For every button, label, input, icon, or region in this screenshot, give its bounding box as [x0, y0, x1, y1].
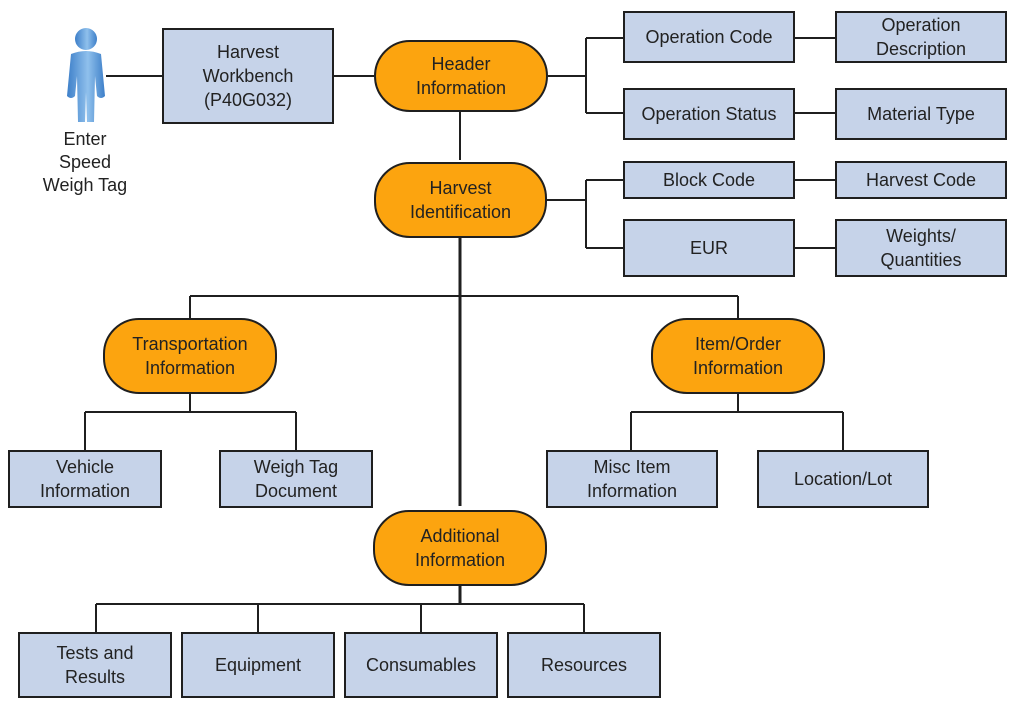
tests-and-results-box: Tests and Results — [18, 632, 172, 698]
actor-label: Enter Speed Weigh Tag — [42, 129, 128, 195]
weigh-tag-document-box: Weigh Tag Document — [219, 450, 373, 508]
transportation-information-node: Transportation Information — [103, 318, 277, 394]
equipment-box: Equipment — [181, 632, 335, 698]
operation-code-box: Operation Code — [623, 11, 795, 63]
additional-information-node: Additional Information — [373, 510, 547, 586]
person-icon — [67, 28, 105, 122]
harvest-identification-node: Harvest Identification — [374, 162, 547, 238]
material-type-box: Material Type — [835, 88, 1007, 140]
resources-box: Resources — [507, 632, 661, 698]
header-information-node: Header Information — [374, 40, 548, 112]
operation-description-box: Operation Description — [835, 11, 1007, 63]
misc-item-information-box: Misc Item Information — [546, 450, 718, 508]
block-code-box: Block Code — [623, 161, 795, 199]
weights-quantities-box: Weights/ Quantities — [835, 219, 1007, 277]
harvest-code-box: Harvest Code — [835, 161, 1007, 199]
item-order-information-node: Item/Order Information — [651, 318, 825, 394]
location-lot-box: Location/Lot — [757, 450, 929, 508]
consumables-box: Consumables — [344, 632, 498, 698]
eur-box: EUR — [623, 219, 795, 277]
vehicle-information-box: Vehicle Information — [8, 450, 162, 508]
harvest-workbench-box: Harvest Workbench (P40G032) — [162, 28, 334, 124]
operation-status-box: Operation Status — [623, 88, 795, 140]
